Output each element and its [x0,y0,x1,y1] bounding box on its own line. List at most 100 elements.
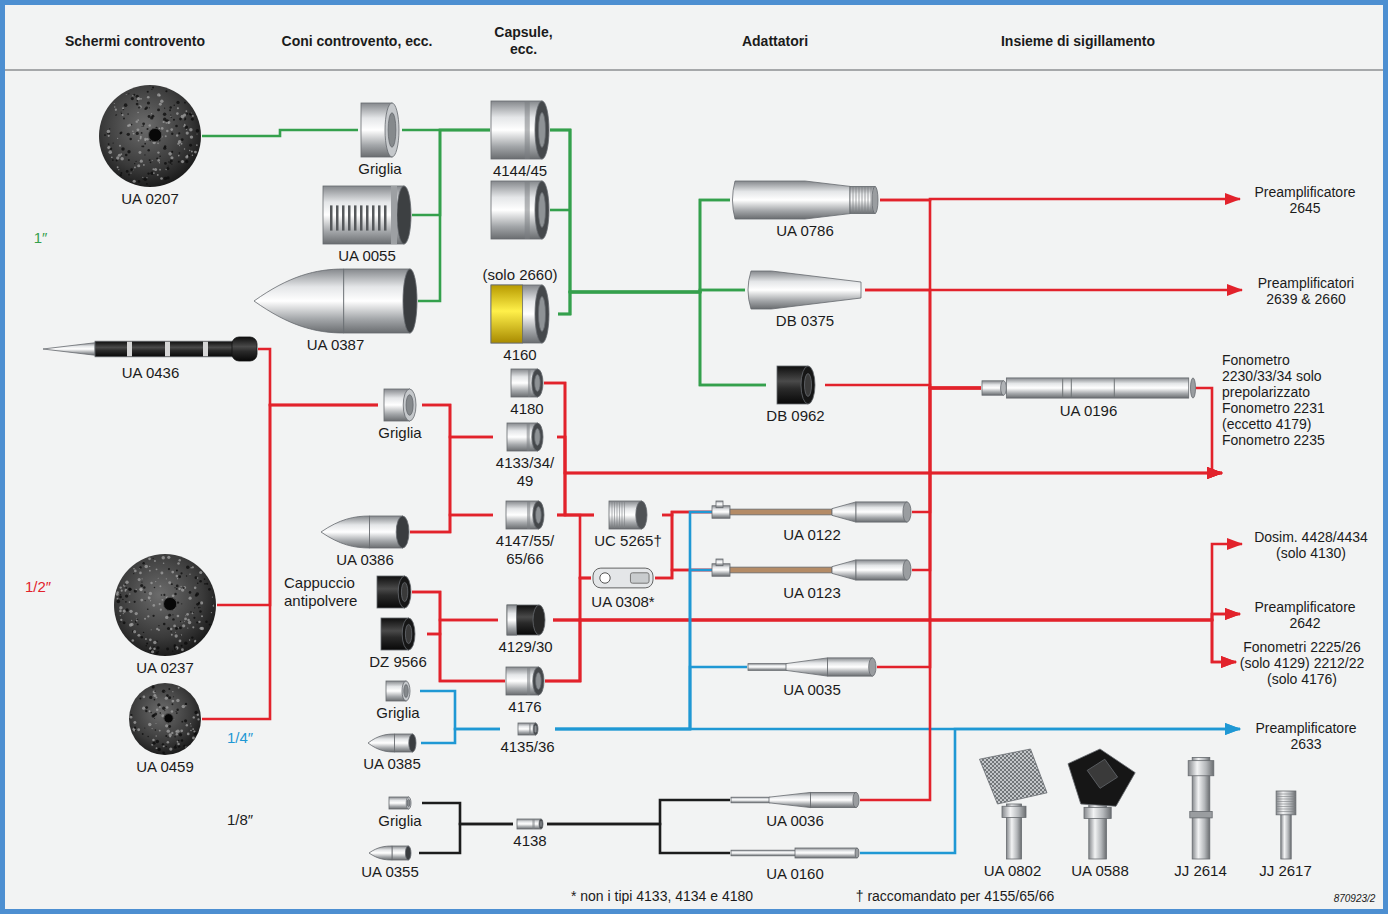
connector [550,130,745,292]
illustration [507,605,545,635]
part-item: UA 0802 [975,748,1050,880]
part-item: UC 5265† [594,500,662,550]
part-picture [1181,752,1221,860]
part-item: UA 0036 [730,790,860,830]
part-number: UA 0387 [307,336,365,354]
illustration [491,101,549,159]
device-label: Preamplificatori 2639 & 2660 [1242,275,1370,307]
part-picture [376,575,412,609]
illustration [518,723,538,735]
part-item: Cappuccio antipolvere [284,574,412,610]
part-item: UA 0237 [113,553,217,677]
part-picture [975,748,1050,860]
illustration [361,103,399,157]
part-item: UA 0385 [363,733,421,773]
device-label: Fonometro 2230/33/34 solo prepolarizzato… [1222,352,1360,448]
part-picture [368,845,412,861]
connector [412,130,490,215]
part-item: UA 0035 [747,655,877,699]
part-picture [320,515,410,549]
part-number: UA 0055 [338,247,396,265]
target-device: Preamplificatore 2645 [1240,182,1370,216]
part-item: UA 0055 [322,185,412,265]
illustration [731,792,859,807]
device-label: Preamplificatore 2633 [1240,720,1372,752]
part-number: UA 0355 [361,863,419,881]
part-picture [43,336,258,362]
part-number: Griglia [358,160,401,178]
device-label: Preamplificatore 2642 [1240,599,1370,631]
part-number: JJ 2614 [1174,862,1227,880]
part-item: DB 0375 [745,270,865,330]
illustration [507,423,543,451]
illustration [43,337,257,361]
illustration [254,269,417,333]
part-number: 4147/55/ 65/66 [493,532,557,568]
part-item: 4180 [510,368,544,418]
part-item: UA 0786 [730,180,880,240]
illustration [609,501,647,529]
part-picture [380,617,416,651]
part-picture [385,680,411,702]
part-item: UA 0196 [981,376,1196,420]
illustration [1276,791,1296,859]
illustration [369,846,411,860]
part-item: Griglia [378,388,422,442]
connector [412,592,498,620]
part-number: UA 0036 [766,812,824,830]
connector [550,130,730,292]
connector [880,199,1240,200]
part-number: UA 0207 [121,190,179,208]
illustration [506,667,544,695]
connector [558,200,730,314]
connector [555,512,712,729]
part-picture [745,270,865,310]
connector [553,578,591,620]
connector [655,512,712,578]
part-number: JJ 2617 [1259,862,1312,880]
connector [555,667,747,729]
connector [545,614,1240,681]
connector [410,437,493,532]
illustration [129,683,201,755]
connector [1196,388,1222,473]
footnote: 870923/2 [1333,893,1376,905]
part-number: Cappuccio antipolvere [284,574,372,610]
illustration [748,271,861,309]
part-number: UA 0123 [783,584,841,602]
target-device: Fonometri 2225/26 (solo 4129) 2212/22 (s… [1236,637,1368,687]
part-item: UA 0123 [712,558,912,602]
illustration [712,501,911,522]
illustration [748,658,876,676]
part-picture [1273,790,1299,860]
part-item: UA 0355 [361,845,419,881]
connector [258,349,378,405]
wire [550,209,570,212]
target-device: Preamplificatori 2639 & 2660 [1242,273,1370,307]
connector [912,388,981,512]
illustration [593,568,653,588]
part-picture [253,268,418,334]
illustration [491,181,549,239]
size-label: 1″ [33,229,48,247]
part-number: Griglia [378,812,421,830]
connector [558,292,766,385]
target-device: Preamplificatore 2642 [1240,597,1370,631]
part-number: UA 0160 [766,865,824,883]
column-heading: Capsule, ecc. [483,24,564,58]
part-number: 4129/30 [498,638,552,656]
illustration [99,85,201,187]
part-item: 4176 [505,666,545,716]
target-device: Preamplificatore 2633 [1240,718,1372,752]
part-number: UA 0308* [591,593,654,611]
connector [547,824,730,853]
footnote: * non i tipi 4133, 4134 e 4180 [570,888,754,905]
part-item: UA 0436 [43,336,258,382]
illustration [114,554,216,656]
part-number: UA 0588 [1071,862,1129,880]
part-item: Griglia [358,102,402,178]
illustration [733,181,879,219]
part-item: UA 0160 [730,843,860,883]
part-item: JJ 2614 [1174,752,1227,880]
illustration [368,734,416,752]
